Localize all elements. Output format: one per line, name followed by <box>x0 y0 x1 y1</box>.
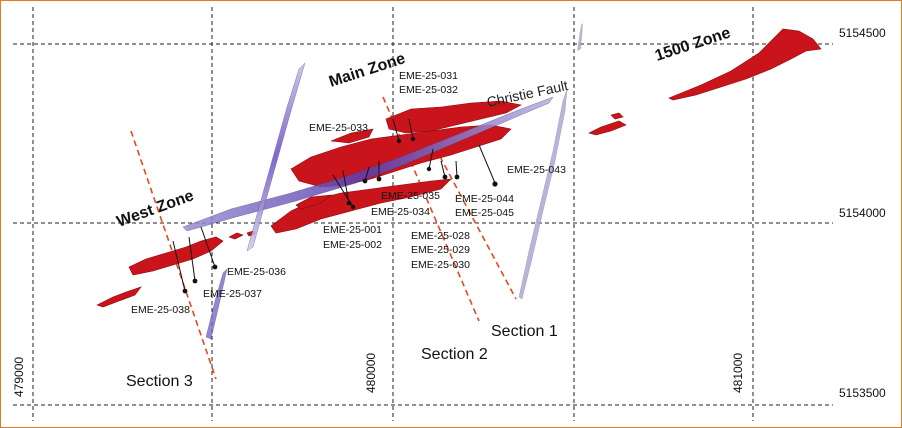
drill-collar <box>376 176 382 182</box>
drill-trace <box>188 236 196 282</box>
drill-collar <box>362 178 368 184</box>
drill-trace <box>172 240 186 292</box>
easting-label: 479000 <box>12 357 26 397</box>
drill-collar <box>410 136 416 142</box>
drill-collar <box>426 166 432 172</box>
diagonal-fault-southwest <box>205 268 228 340</box>
drill-label: EME-25-038 <box>131 304 190 316</box>
drill-collar <box>346 200 352 206</box>
northing-label: 5153500 <box>839 386 886 400</box>
ore-body-west-zone <box>128 236 224 276</box>
ore-body-1500-zone <box>668 28 822 101</box>
drill-collar <box>454 174 460 180</box>
drill-trace <box>342 170 350 204</box>
drill-hole-labels: EME-25-031 EME-25-032 EME-25-033 EME-25-… <box>131 70 566 316</box>
ore-body-main-zone <box>290 124 512 188</box>
drill-collar <box>212 264 218 270</box>
diagonal-fault-east <box>518 88 568 300</box>
section-1-label: Section 1 <box>491 323 558 340</box>
drill-label: EME-25-030 <box>411 259 470 271</box>
ore-body-fragment <box>228 232 244 240</box>
drill-holes <box>172 118 498 294</box>
section-3-label: Section 3 <box>126 373 193 390</box>
section-2-line <box>382 96 480 322</box>
ore-body-fragment <box>610 112 624 120</box>
drill-label: EME-25-045 <box>455 207 514 219</box>
drill-label: EME-25-031 <box>399 70 458 82</box>
diagonal-fault-fragment <box>577 23 583 51</box>
drill-trace <box>455 160 458 178</box>
drill-label: EME-25-033 <box>309 122 368 134</box>
drill-label: EME-25-002 <box>323 239 382 251</box>
drill-trace <box>428 148 434 170</box>
drill-collar <box>442 174 448 180</box>
drill-trace <box>392 118 400 142</box>
diagonal-fault-west <box>246 62 306 252</box>
drill-label: EME-25-044 <box>455 193 514 205</box>
easting-label: 481000 <box>731 353 745 393</box>
easting-label: 480000 <box>364 353 378 393</box>
christie-fault-surface <box>182 96 554 232</box>
drill-collar <box>182 288 188 294</box>
drill-label: EME-25-001 <box>323 224 382 236</box>
drill-label: EME-25-034 <box>371 206 430 218</box>
zone-label-1500: 1500 Zone <box>653 24 733 64</box>
drill-trace <box>478 144 496 184</box>
drill-label: EME-25-032 <box>399 84 458 96</box>
drill-trace <box>440 160 446 178</box>
drill-trace <box>364 166 370 182</box>
drill-label: EME-25-035 <box>381 190 440 202</box>
ore-body-west-zone-lower <box>96 286 142 308</box>
ore-body-fragment <box>330 128 374 144</box>
drill-label: EME-25-029 <box>411 244 470 256</box>
drill-collar <box>492 181 498 187</box>
ore-body-fragment <box>295 194 332 210</box>
northing-label: 5154500 <box>839 26 886 40</box>
drill-collar <box>350 204 356 210</box>
northing-label: 5154000 <box>839 206 886 220</box>
zone-label-main: Main Zone <box>327 50 408 91</box>
zone-label-west: West Zone <box>115 187 197 231</box>
coordinate-grid <box>13 7 833 421</box>
drill-label: EME-25-037 <box>203 288 262 300</box>
drill-trace <box>200 226 216 268</box>
section-2-label: Section 2 <box>421 346 488 363</box>
drill-collar <box>192 278 198 284</box>
ore-body-fragment <box>588 120 627 136</box>
drill-label: EME-25-043 <box>507 164 566 176</box>
christie-fault-label: Christie Fault <box>485 77 569 110</box>
drill-collar <box>396 138 402 144</box>
mineralization-bodies <box>96 28 822 308</box>
fault-surfaces <box>182 23 583 340</box>
drill-trace <box>408 118 414 140</box>
drill-label: EME-25-028 <box>411 230 470 242</box>
drill-label: EME-25-036 <box>227 266 286 278</box>
ore-body-main-zone-upper <box>385 100 522 134</box>
